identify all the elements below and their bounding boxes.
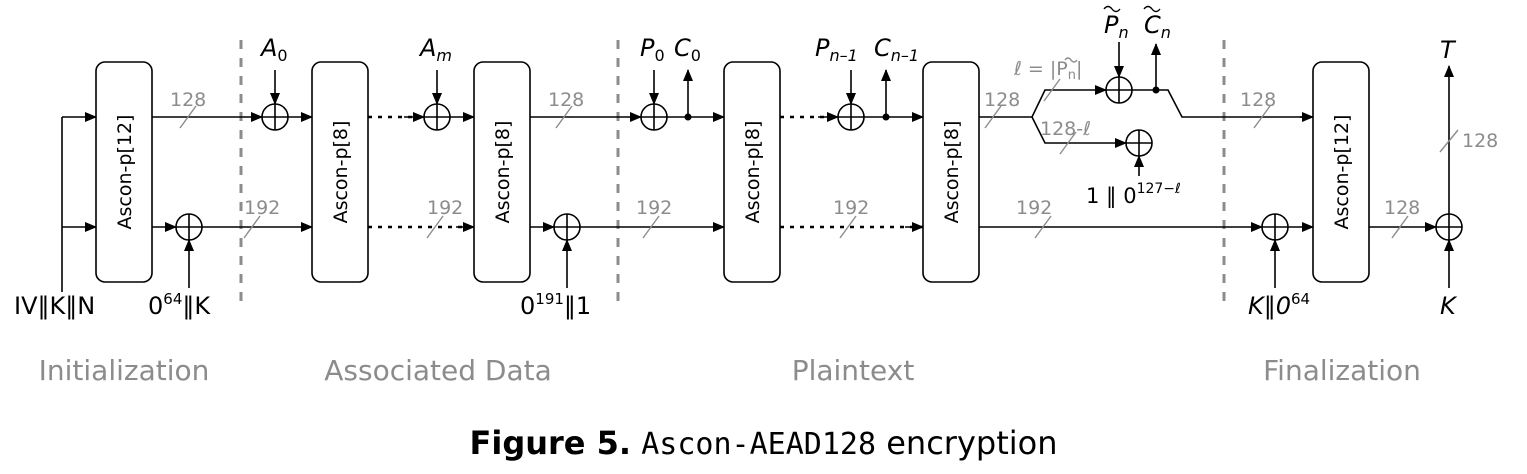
svg-text:Pn–1: Pn–1: [815, 34, 858, 65]
block-p8-pt0: [723, 61, 781, 283]
block-label-6: Ascon-p[12]: [1331, 115, 1353, 230]
width-slashes: [179, 78, 1459, 239]
figure-caption: Figure 5. Ascon-AEAD128 encryption: [0, 424, 1527, 462]
svg-text:192: 192: [833, 197, 869, 219]
block-label-1: Ascon-p[12]: [114, 115, 136, 230]
xor-icon: [423, 103, 451, 131]
junction-dots: [684, 86, 1160, 121]
caption-text: encryption: [886, 424, 1058, 462]
xor-icon: [1261, 213, 1289, 241]
block-labels: Ascon-p[12] Ascon-p[8] Ascon-p[8] Ascon-…: [114, 115, 1353, 230]
phase-labels: Initialization Associated Data Plaintext…: [39, 354, 1421, 387]
svg-text:0191‖1: 0191‖1: [520, 290, 591, 320]
ascon-diagram: Ascon-p[12] Ascon-p[8] Ascon-p[8] Ascon-…: [14, 5, 1498, 387]
svg-text:K: K: [1440, 292, 1458, 320]
svg-text:IV‖K‖N: IV‖K‖N: [14, 292, 95, 320]
svg-text:128: 128: [1240, 89, 1276, 111]
svg-text:T: T: [1440, 36, 1457, 64]
svg-text:C0: C0: [674, 34, 701, 65]
svg-text:128-ℓ: 128-ℓ: [1040, 118, 1091, 140]
xor-icon: [640, 103, 668, 131]
svg-text:128: 128: [548, 89, 584, 111]
xor-icon: [261, 103, 289, 131]
svg-text:Pn: Pn: [1104, 11, 1129, 42]
xor-icon: [1105, 76, 1133, 104]
block-p8-ptn1: [922, 61, 980, 283]
xor-gates: [175, 76, 1463, 241]
xor-icon: [175, 213, 203, 241]
xor-icon: [1125, 129, 1153, 157]
svg-text:Am: Am: [418, 34, 452, 65]
tilde-marks: [1064, 5, 1161, 63]
svg-text:Associated Data: Associated Data: [324, 354, 552, 387]
svg-text:128: 128: [1384, 197, 1420, 219]
width-labels: 128 192 128 192 192 192 128 192 128-ℓ 12…: [170, 89, 1498, 219]
block-p8-adm: [473, 61, 531, 283]
phase-separators: [239, 40, 1226, 305]
block-p8-ad0: [311, 61, 369, 283]
svg-text:128: 128: [170, 89, 206, 111]
svg-text:192: 192: [636, 197, 672, 219]
svg-text:128: 128: [1462, 130, 1498, 152]
svg-text:064‖K: 064‖K: [148, 290, 211, 320]
xor-icon: [1435, 213, 1463, 241]
xor-icon: [553, 213, 581, 241]
caption-figure-number: Figure 5.: [469, 424, 632, 462]
block-label-5: Ascon-p[8]: [941, 121, 963, 224]
wires: [61, 42, 1454, 292]
block-p12-init: [95, 61, 153, 283]
svg-text:128: 128: [984, 89, 1020, 111]
block-label-4: Ascon-p[8]: [742, 121, 764, 224]
svg-text:1 ‖ 0127−ℓ: 1 ‖ 0127−ℓ: [1086, 181, 1181, 209]
svg-text:Initialization: Initialization: [39, 354, 210, 387]
svg-text:K‖064: K‖064: [1248, 290, 1310, 320]
svg-text:192: 192: [427, 197, 463, 219]
svg-text:Cn–1: Cn–1: [874, 34, 919, 65]
svg-text:P0: P0: [640, 34, 665, 65]
svg-text:192: 192: [1016, 197, 1052, 219]
svg-text:Finalization: Finalization: [1263, 354, 1421, 387]
svg-text:A0: A0: [259, 34, 288, 65]
caption-scheme-name: Ascon-AEAD128: [641, 427, 877, 462]
svg-text:Plaintext: Plaintext: [792, 354, 915, 387]
io-labels: IV‖K‖N 064‖K A0 Am 0191‖1 P0 C0 Pn–1 Cn–…: [14, 11, 1458, 320]
svg-text:192: 192: [244, 197, 280, 219]
svg-text:ℓ = |Pn|: ℓ = |Pn|: [1013, 58, 1082, 83]
permutation-blocks: [95, 61, 1370, 283]
block-label-2: Ascon-p[8]: [330, 121, 352, 224]
svg-text:Cn: Cn: [1144, 11, 1171, 42]
block-p12-fin: [1312, 61, 1370, 283]
block-label-3: Ascon-p[8]: [492, 121, 514, 224]
xor-icon: [837, 103, 865, 131]
